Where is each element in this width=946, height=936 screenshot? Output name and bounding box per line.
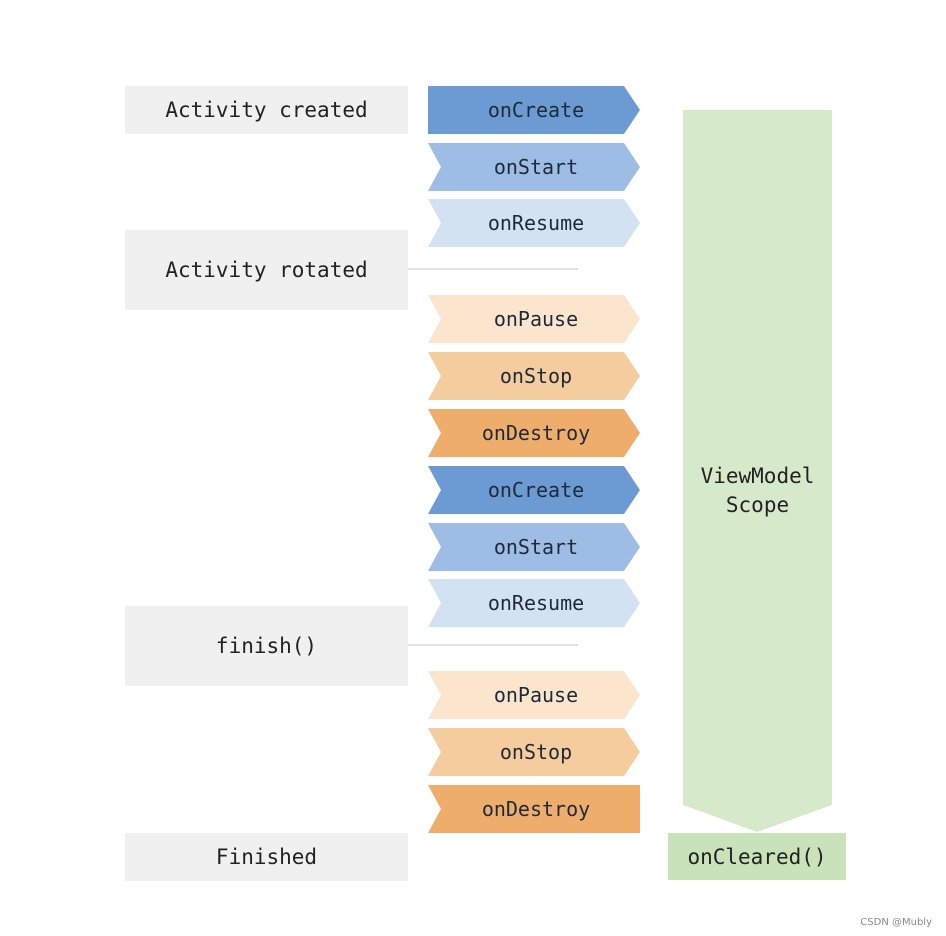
stage-label-onstart: onStart xyxy=(493,535,579,559)
on-cleared-label: onCleared() xyxy=(687,844,827,869)
event-label: finish() xyxy=(215,634,318,658)
event-activity-rotated: Activity rotated xyxy=(125,230,408,310)
connector-line-finish xyxy=(408,644,578,646)
stage-chevron-onresume xyxy=(428,199,640,247)
stage-chevron-ondestroy xyxy=(428,409,640,457)
stage-chevron-onpause xyxy=(428,295,640,343)
stage-chevron-onstop xyxy=(428,728,640,776)
stage-label-onstart: onStart xyxy=(493,155,579,179)
stage-chevron-onstop xyxy=(428,352,640,400)
stage-label-onresume: onResume xyxy=(487,591,585,615)
stage-label-onstop: onStop xyxy=(499,740,573,764)
event-finished: Finished xyxy=(125,833,408,881)
stage-label-onpause: onPause xyxy=(493,307,579,331)
stage-label-onpause: onPause xyxy=(493,683,579,707)
viewmodel-scope-line1: ViewModel xyxy=(700,464,815,488)
event-label: Activity created xyxy=(165,98,368,122)
stage-label-ondestroy: onDestroy xyxy=(481,797,591,821)
stage-chevron-onpause xyxy=(428,671,640,719)
stage-chevron-oncreate xyxy=(428,466,640,514)
stage-chevron-onstart xyxy=(428,523,640,571)
stage-chevron-onstart xyxy=(428,143,640,191)
stage-label-oncreate: onCreate xyxy=(487,98,585,122)
stage-label-onresume: onResume xyxy=(487,211,585,235)
viewmodel-scope-label: ViewModel Scope xyxy=(683,462,832,520)
connector-line-rotated xyxy=(408,268,578,270)
stage-label-ondestroy: onDestroy xyxy=(481,421,591,445)
event-finish: finish() xyxy=(125,606,408,686)
stage-label-oncreate: onCreate xyxy=(487,478,585,502)
stage-label-onstop: onStop xyxy=(499,364,573,388)
stage-chevron-onresume xyxy=(428,579,640,627)
on-cleared-box: onCleared() xyxy=(668,833,846,880)
watermark-credit: CSDN @Mubly xyxy=(860,917,932,928)
event-label: Finished xyxy=(215,845,318,869)
event-label: Activity rotated xyxy=(165,258,368,282)
stage-chevron-ondestroy xyxy=(428,785,640,833)
event-activity-created: Activity created xyxy=(125,86,408,134)
stage-chevron-oncreate xyxy=(428,86,640,134)
viewmodel-scope-arrow xyxy=(683,110,832,832)
viewmodel-scope-line2: Scope xyxy=(725,493,790,517)
